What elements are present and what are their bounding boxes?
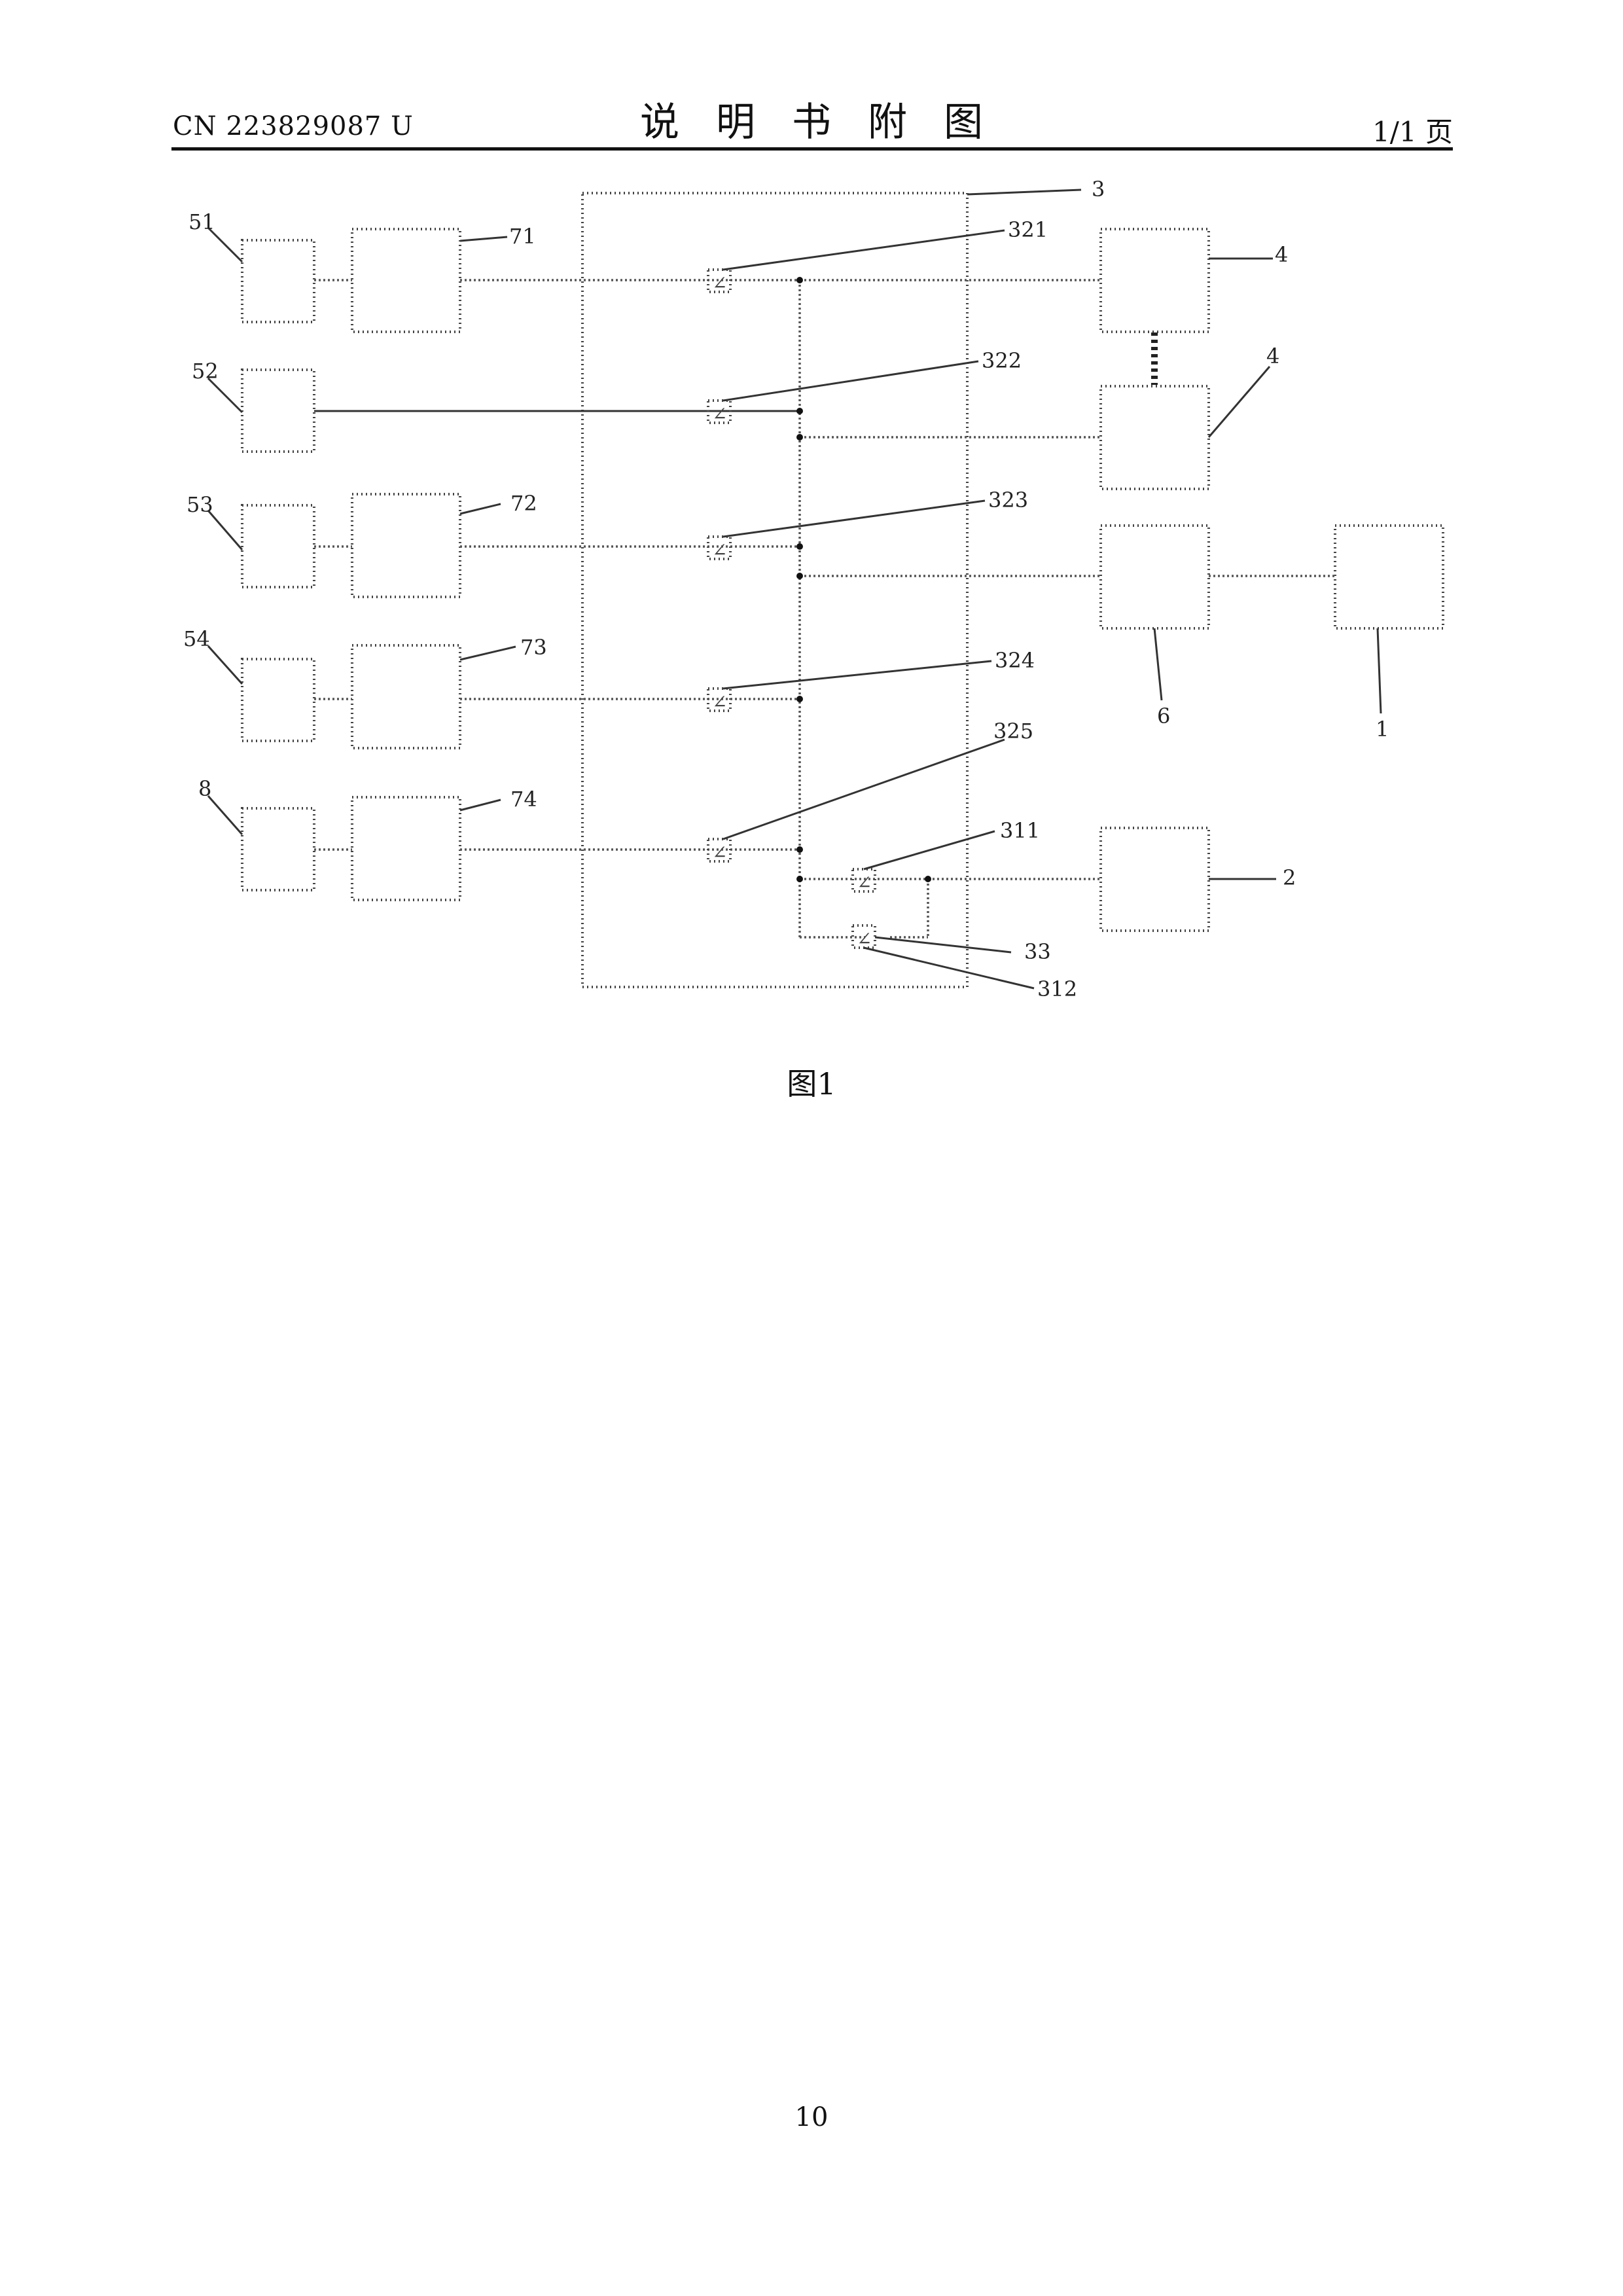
block-51 (242, 240, 314, 322)
label-4-bottom: 4 (1266, 344, 1279, 368)
label-73: 73 (520, 635, 547, 660)
label-322: 322 (982, 348, 1022, 373)
block-54 (242, 659, 314, 741)
label-312: 312 (1037, 977, 1077, 1001)
block-2 (1101, 828, 1209, 931)
label-323: 323 (988, 488, 1028, 512)
block-72 (352, 494, 460, 597)
block-1 (1335, 526, 1443, 628)
svg-text:∠: ∠ (712, 842, 727, 863)
page-number: 10 (0, 2102, 1623, 2132)
label-72: 72 (510, 491, 537, 516)
svg-text:∠: ∠ (857, 872, 872, 893)
switch-323: ∠ (708, 537, 730, 561)
block-73 (352, 645, 460, 748)
block-53 (242, 505, 314, 587)
svg-text:∠: ∠ (712, 691, 727, 713)
switch-312: ∠ (853, 925, 875, 950)
block-6 (1101, 526, 1209, 628)
block-71 (352, 229, 460, 332)
svg-text:∠: ∠ (857, 928, 872, 950)
svg-text:∠: ∠ (712, 272, 727, 294)
label-321: 321 (1008, 217, 1048, 242)
label-33: 33 (1024, 939, 1051, 964)
switch-322: ∠ (708, 401, 730, 425)
block-74 (352, 797, 460, 900)
label-311: 311 (1000, 818, 1040, 843)
label-74: 74 (510, 787, 537, 812)
label-1: 1 (1376, 717, 1389, 742)
label-325: 325 (993, 719, 1033, 744)
label-6: 6 (1157, 704, 1170, 728)
label-53: 53 (187, 492, 213, 517)
label-52: 52 (192, 359, 219, 384)
label-51: 51 (188, 209, 215, 234)
switch-325: ∠ (708, 839, 730, 863)
block-4-top (1101, 229, 1209, 332)
label-3: 3 (1092, 177, 1105, 202)
switch-311: ∠ (853, 869, 875, 893)
figure-caption: 图1 (0, 1060, 1623, 1103)
svg-text:∠: ∠ (712, 403, 727, 425)
switch-321: ∠ (708, 270, 730, 294)
block-52 (242, 370, 314, 452)
label-324: 324 (995, 648, 1035, 673)
block-8 (242, 808, 314, 890)
label-2: 2 (1283, 865, 1296, 890)
controller-box (582, 193, 967, 987)
switch-324: ∠ (708, 689, 730, 713)
svg-text:∠: ∠ (712, 539, 727, 561)
label-54: 54 (183, 626, 210, 651)
label-8: 8 (198, 776, 211, 801)
block-4-bottom (1101, 386, 1209, 489)
label-71: 71 (509, 224, 536, 249)
label-4-top: 4 (1275, 242, 1288, 267)
